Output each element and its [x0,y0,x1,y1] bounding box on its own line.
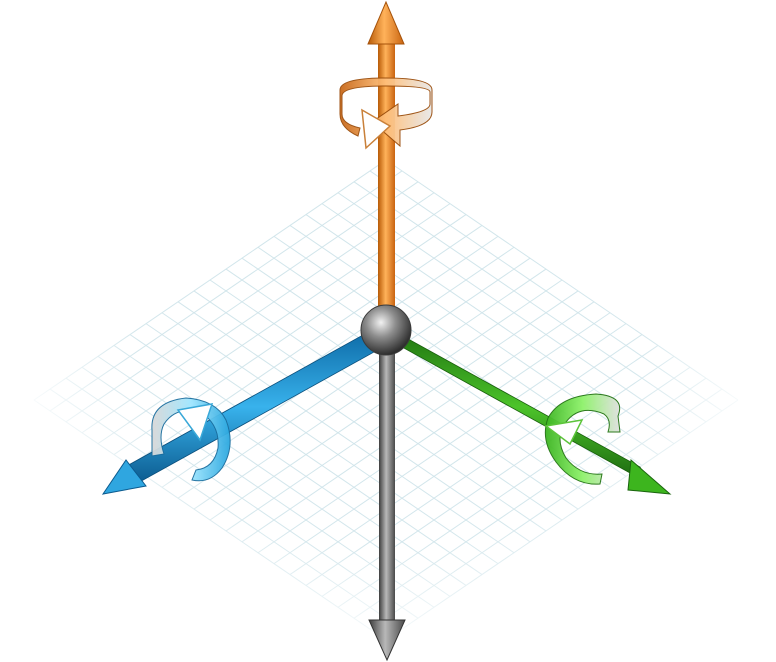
grid-line [161,312,515,554]
rotate-arrow-icon [544,419,584,446]
grid-line [353,377,707,619]
grid-line [65,377,419,619]
rotate-arrow-icon [361,108,392,150]
grid-line [113,345,467,586]
grid-line [273,323,627,565]
grid-line [305,345,659,586]
grid-line [177,301,531,543]
rotate-arrow-icon [176,403,214,442]
up-rotation-handle[interactable] [339,77,433,150]
grid-line [33,399,387,641]
grid-line [385,399,739,641]
down-axis [368,332,406,662]
grid-line [193,290,547,532]
grid-line [129,334,483,575]
left-rotation-handle[interactable] [151,397,231,482]
grid-line [337,366,691,608]
grid-line [81,366,435,608]
grid-line [241,301,595,543]
grid-line [369,388,723,630]
origin-sphere [360,304,412,356]
grid-line [289,334,643,575]
grid-line [49,388,403,630]
grid-line [257,312,611,554]
grid-line [145,323,499,565]
grid-line [225,290,579,532]
right-rotation-handle[interactable] [544,393,621,485]
